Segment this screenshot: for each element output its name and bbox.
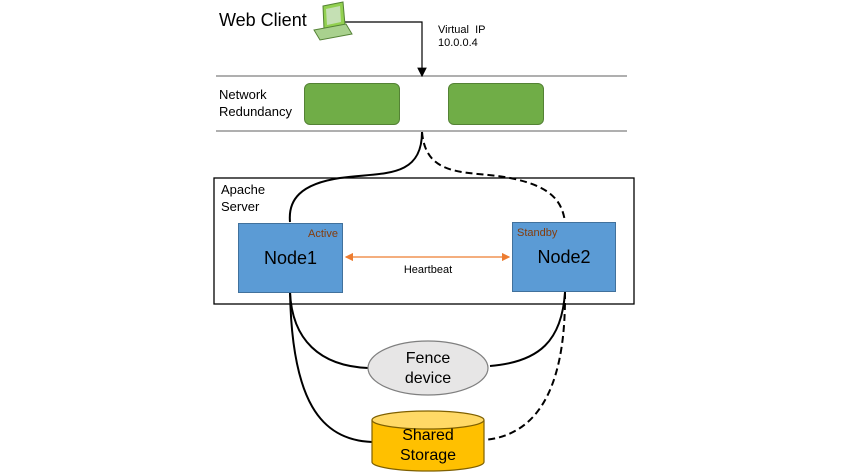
network-to-node1-link xyxy=(288,131,423,223)
fence-device-shape xyxy=(367,340,489,396)
storage-label-line2: Storage xyxy=(399,447,457,464)
network-to-node2-link xyxy=(421,131,566,223)
web-client-label: Web Client xyxy=(219,10,307,30)
node2-box: Standby Node2 xyxy=(512,222,616,292)
network-router-1 xyxy=(304,83,400,125)
virtual-ip-title: Virtual IP xyxy=(438,24,486,36)
node1-state: Active xyxy=(308,228,338,240)
virtual-ip-label: Virtual IP 10.0.0.4 xyxy=(438,24,486,50)
heartbeat-label: Heartbeat xyxy=(403,264,453,276)
node1-to-storage-link xyxy=(289,291,373,443)
apache-server-frame xyxy=(213,177,635,305)
storage-label-line1: Shared xyxy=(402,427,454,444)
shared-storage-shape xyxy=(371,410,485,472)
node1-to-fence-link xyxy=(289,291,369,369)
node2-to-storage-link xyxy=(483,291,567,441)
node1-box: Active Node1 xyxy=(238,223,343,293)
fence-device-label: Fence device xyxy=(378,349,478,389)
fence-label-line2: device xyxy=(404,370,452,387)
apache-label-line1: Apache xyxy=(221,182,266,197)
network-label-line2: Redundancy xyxy=(219,104,292,119)
apache-label-line2: Server xyxy=(221,199,260,214)
node2-to-fence-link xyxy=(489,291,566,367)
laptop-icon xyxy=(313,1,353,41)
client-to-network-arrow xyxy=(345,21,427,78)
fence-label-line1: Fence xyxy=(405,350,451,367)
node1-name: Node1 xyxy=(263,248,318,268)
network-router-2 xyxy=(448,83,544,125)
node2-name: Node2 xyxy=(537,247,591,267)
apache-server-label: Apache Server xyxy=(221,181,265,215)
network-label-line1: Network xyxy=(219,87,267,102)
node2-state: Standby xyxy=(517,227,558,239)
shared-storage-label: Shared Storage xyxy=(378,426,478,466)
virtual-ip-address: 10.0.0.4 xyxy=(438,37,478,49)
network-redundancy-label: Network Redundancy xyxy=(219,86,292,120)
